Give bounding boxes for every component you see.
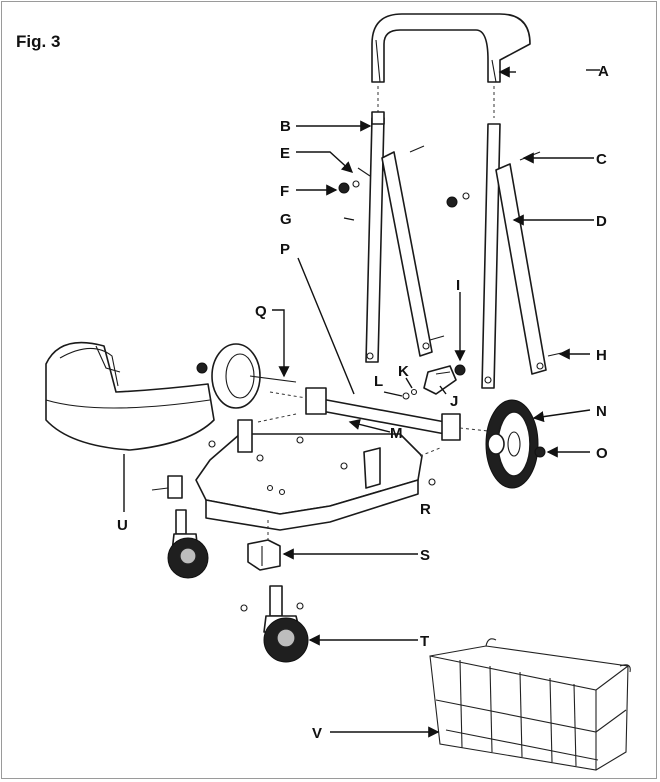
right-uprights [481, 123, 547, 389]
left-uprights [365, 111, 433, 363]
label-s: S [420, 547, 430, 564]
caster-bracket-s [240, 520, 304, 612]
label-h: H [596, 347, 607, 364]
front-shroud-u [45, 341, 215, 451]
label-j: J [450, 393, 458, 410]
wire-basket-v [429, 638, 631, 771]
label-u: U [117, 517, 128, 534]
label-d: D [596, 213, 607, 230]
bracket-j [402, 364, 466, 400]
label-q: Q [255, 303, 267, 320]
label-n: N [596, 403, 607, 420]
tray-base-r [195, 413, 441, 531]
axle-bar-p [269, 387, 499, 441]
left-caster-wheel [151, 475, 209, 579]
label-l: L [374, 373, 383, 390]
label-b: B [280, 118, 291, 135]
label-t: T [420, 633, 429, 650]
label-f: F [280, 183, 289, 200]
label-r: R [420, 501, 431, 518]
callout-labels: A B E F G C D P I Q H K L J M N O R U S … [117, 63, 609, 742]
left-wheel [196, 343, 297, 409]
handle-a [371, 13, 531, 118]
label-i: I [456, 277, 460, 294]
label-v: V [312, 725, 322, 742]
label-g: G [280, 211, 292, 228]
label-e: E [280, 145, 290, 162]
right-caster-wheel-t [263, 585, 309, 663]
hardware-bolts [338, 145, 567, 357]
leader-lines [123, 66, 600, 738]
label-m: M [390, 425, 403, 442]
label-o: O [596, 445, 608, 462]
label-k: K [398, 363, 409, 380]
label-p: P [280, 241, 290, 258]
label-a: A [598, 63, 609, 80]
figure-title: Fig. 3 [16, 32, 61, 51]
label-c: C [596, 151, 607, 168]
right-wheel-n [485, 399, 546, 489]
